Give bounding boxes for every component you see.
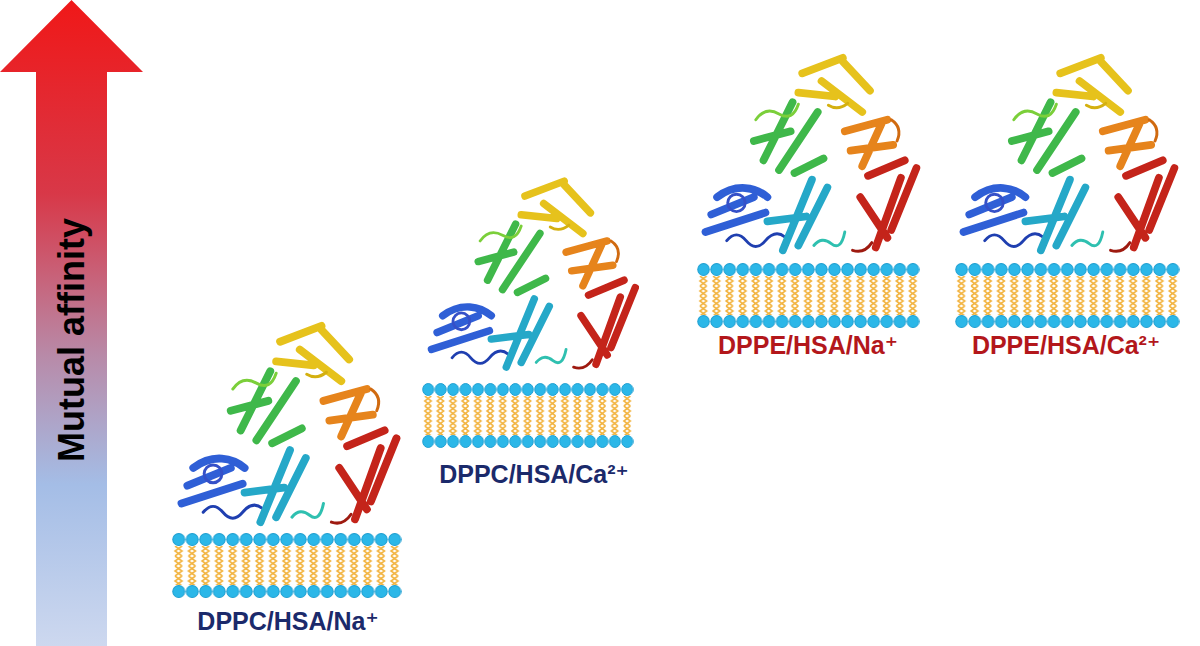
sample-caption: DPPC/HSA/Ca²⁺ xyxy=(439,459,629,489)
sample-caption: DPPE/HSA/Na⁺ xyxy=(718,330,898,360)
affinity-arrow: Mutual affinity xyxy=(0,0,143,646)
axis-label: Mutual affinity xyxy=(51,218,93,462)
arrow-label-wrap: Mutual affinity xyxy=(0,0,143,646)
sample-caption: DPPC/HSA/Na⁺ xyxy=(197,606,378,636)
sample-caption: DPPE/HSA/Ca²⁺ xyxy=(972,330,1160,360)
